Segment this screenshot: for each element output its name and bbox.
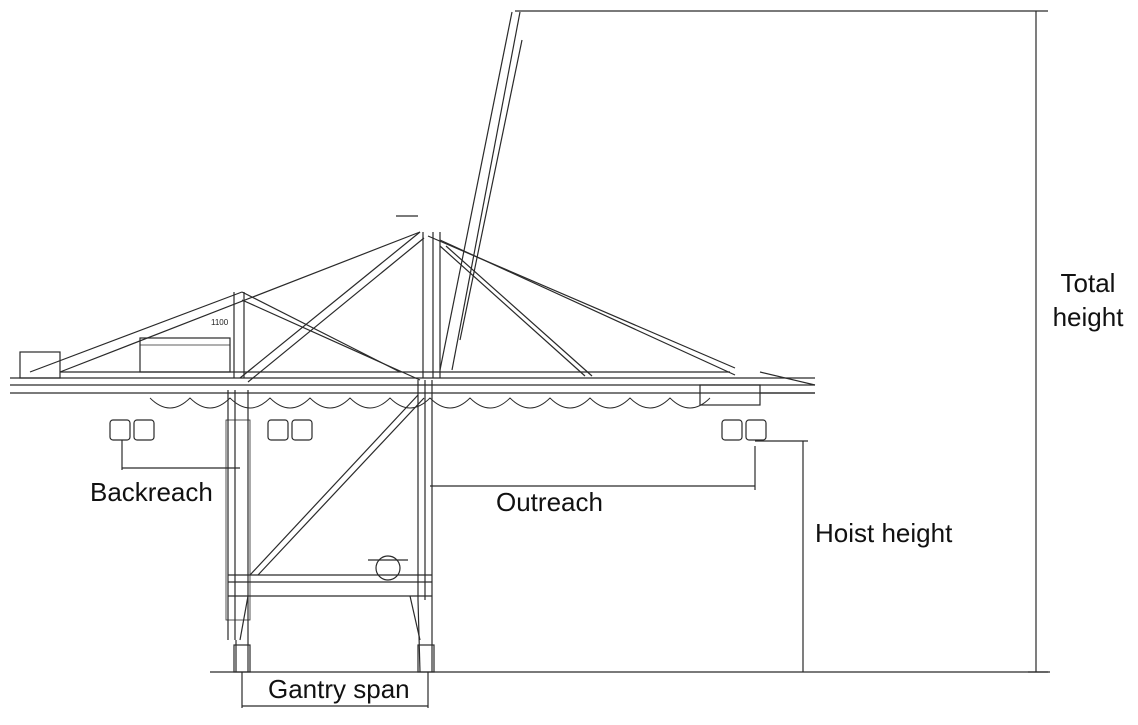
back-tower xyxy=(29,291,245,378)
gantry-span-dimension xyxy=(241,672,429,708)
left-trolley-wheels xyxy=(109,419,313,441)
forestays xyxy=(427,235,736,377)
hoist-height-dimension xyxy=(755,440,808,672)
gantry-span-label: Gantry span xyxy=(268,674,410,704)
total-height-label-line2: height xyxy=(1052,302,1124,332)
right-trolley-wheels xyxy=(699,384,767,441)
gantry-wheels xyxy=(233,644,435,673)
main-girder xyxy=(10,371,815,394)
total-height-label: Total height xyxy=(1048,266,1128,334)
machinery-house xyxy=(19,337,231,379)
festoon-cable xyxy=(149,397,711,409)
outreach-label: Outreach xyxy=(496,487,603,517)
right-leg xyxy=(417,380,433,673)
backreach-dimension xyxy=(121,440,240,470)
portal-beams xyxy=(228,555,432,641)
a-frame xyxy=(396,215,441,378)
backreach-label: Backreach xyxy=(90,477,213,507)
raised-boom xyxy=(439,11,523,371)
small-dimension-label: 1100 xyxy=(211,318,229,327)
total-height-label-line1: Total xyxy=(1060,268,1116,298)
backstays xyxy=(59,231,425,383)
diagonal-brace xyxy=(249,394,425,576)
hoist-height-label: Hoist height xyxy=(815,518,953,548)
boom-tip xyxy=(759,371,816,394)
total-height-dimension xyxy=(515,10,1048,673)
left-leg xyxy=(225,390,251,672)
outreach-dimension xyxy=(430,446,756,490)
